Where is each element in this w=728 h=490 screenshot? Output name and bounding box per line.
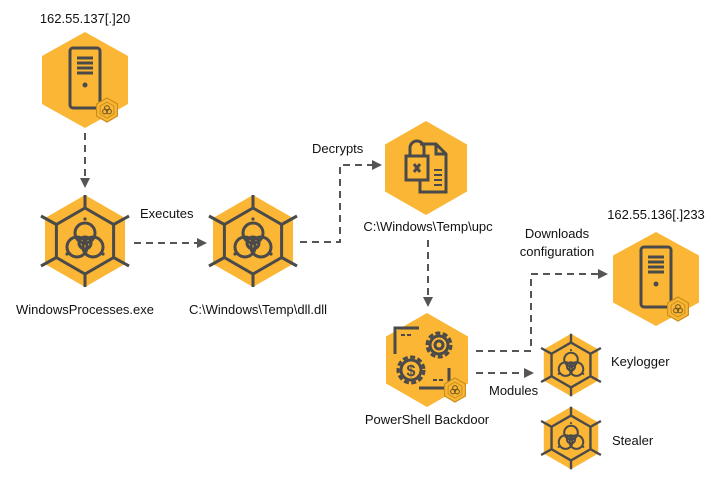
edge-decrypts [300,160,382,243]
node-powershell-backdoor: $ [386,313,468,407]
label-keylogger: Keylogger [611,354,670,369]
svg-text:$: $ [407,363,416,380]
node-c2-server-1 [42,32,128,128]
label-c2-server-2: 162.55.136[.]233 [607,207,705,222]
biohazard-badge-icon [666,296,690,322]
hexagon-web-outline [540,333,602,397]
node-windows-processes [40,195,130,287]
node-stealer [540,406,602,470]
biohazard-badge-icon [444,377,466,403]
label-dll: C:\Windows\Temp\dll.dll [189,302,327,317]
biohazard-badge-icon [95,97,119,123]
hexagon-web-outline [208,195,298,287]
node-keylogger [540,333,602,397]
label-windows-processes: WindowsProcesses.exe [16,302,154,317]
node-dll [208,195,298,287]
hexagon-web-outline [540,406,602,470]
node-c2-server-2 [613,232,699,326]
node-upc [385,121,467,215]
edge-label-executes: Executes [140,206,194,221]
edge-label-downloads: Downloads [524,226,590,241]
edge-label-configuration: configuration [519,244,595,259]
encrypted-file-icon [404,139,448,194]
label-upc: C:\Windows\Temp\upc [363,219,493,234]
label-powershell-backdoor: PowerShell Backdoor [364,412,490,427]
hexagon-web-outline [40,195,130,287]
label-stealer: Stealer [612,433,654,448]
edge-downloads-configuration [476,269,608,352]
edge-label-modules: Modules [489,383,539,398]
server-icon [68,46,102,110]
server-icon [639,245,673,309]
edge-label-decrypts: Decrypts [312,141,364,156]
label-c2-server-1: 162.55.137[.]20 [39,11,131,26]
